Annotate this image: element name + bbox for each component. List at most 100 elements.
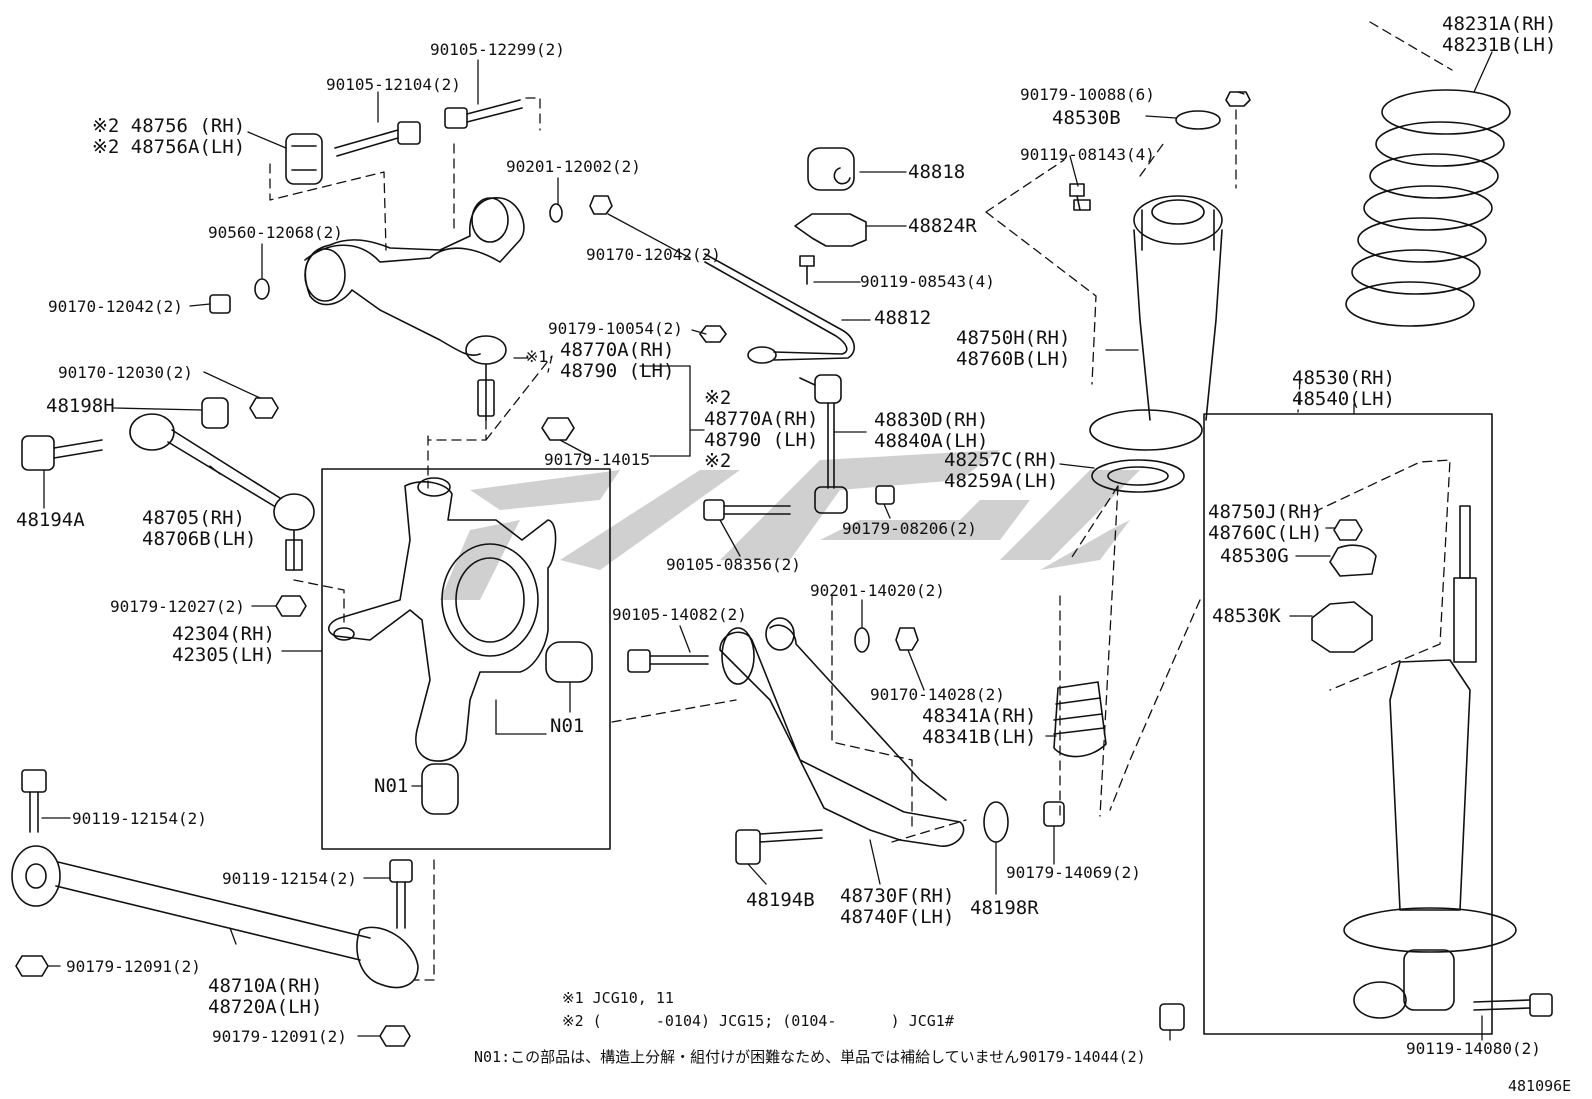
label-90170-12030[interactable]: 90170-12030(2) <box>58 363 193 382</box>
label-48530B[interactable]: 48530B <box>1052 107 1121 129</box>
label-48790-lh-2: 48790 (LH) <box>704 429 819 451</box>
label-48824R[interactable]: 48824R <box>908 215 977 237</box>
label-48530-rh: 48530(RH) <box>1292 367 1395 389</box>
label-48198R[interactable]: 48198R <box>970 897 1039 919</box>
air-spring-48750H <box>1089 195 1223 451</box>
stabilizer-bar-48812 <box>704 253 855 364</box>
label-90119-12154-left[interactable]: 90119-12154(2) <box>72 809 207 828</box>
label-90179-12091-bottom[interactable]: 90179-12091(2) <box>212 1027 347 1046</box>
label-90170-12042-lower[interactable]: 90170-12042(2) <box>48 297 183 316</box>
label-48750J[interactable]: 48750J(RH) 48760C(LH) <box>1208 502 1322 544</box>
nut-90179-14044 <box>1159 1003 1185 1031</box>
label-48257c-rh: 48257C(RH) <box>944 449 1059 471</box>
bolt-90119-12154-b <box>389 859 413 929</box>
label-90105-08356[interactable]: 90105-08356(2) <box>666 555 801 574</box>
footnote-n01-text: N01:この部品は、構造上分解・組付けが困難なため、単品では補給していません <box>474 1048 1020 1066</box>
label-42304[interactable]: 42304(RH) 42305(LH) <box>172 624 275 666</box>
upper-control-arm <box>304 197 525 421</box>
bolt-90119-14080 <box>1473 993 1553 1017</box>
label-90119-08143[interactable]: 90119-08143(4) <box>1020 145 1155 164</box>
label-marker-2a: ※2 <box>704 387 732 409</box>
knuckle-frame <box>321 468 611 850</box>
label-48830d-rh: 48830D(RH) <box>874 409 989 431</box>
label-90170-14028[interactable]: 90170-14028(2) <box>870 685 1005 704</box>
label-48705-rh: 48705(RH) <box>142 507 245 529</box>
stabilizer-bushing-48818 <box>807 147 855 191</box>
label-90179-10054[interactable]: 90179-10054(2) <box>548 319 683 338</box>
label-48705[interactable]: 48705(RH) 48706B(LH) <box>142 508 256 550</box>
label-48706b-lh: 48706B(LH) <box>142 528 257 550</box>
label-48756[interactable]: ※2 48756 (RH) ※2 48756A(LH) <box>92 116 245 158</box>
label-90179-12091-left[interactable]: 90179-12091(2) <box>66 957 201 976</box>
leader-lines <box>41 51 1493 1041</box>
label-90560-12068[interactable]: 90560-12068(2) <box>208 223 343 242</box>
label-48840a-lh: 48840A(LH) <box>874 430 989 452</box>
label-48750j-rh: 48750J(RH) <box>1208 501 1323 523</box>
label-48710A[interactable]: 48710A(RH) 48720A(LH) <box>208 976 322 1018</box>
label-48198H[interactable]: 48198H <box>46 395 115 417</box>
bushing-48198R <box>983 801 1009 843</box>
label-48756a-lh: ※2 48756A(LH) <box>92 136 246 158</box>
label-48530G[interactable]: 48530G <box>1220 545 1289 567</box>
label-90179-08206[interactable]: 90179-08206(2) <box>842 519 977 538</box>
label-90119-14080[interactable]: 90119-14080(2) <box>1406 1039 1541 1058</box>
label-48530K[interactable]: 48530K <box>1212 605 1281 627</box>
label-48231A[interactable]: 48231A(RH) 48231B(LH) <box>1442 14 1556 56</box>
label-48830D[interactable]: 48830D(RH) 48840A(LH) <box>874 410 988 452</box>
label-48818[interactable]: 48818 <box>908 161 966 183</box>
label-N01-lower[interactable]: N01 <box>374 775 409 797</box>
nut-90179-14069 <box>1043 801 1065 827</box>
nut-90170-12042-b <box>209 294 231 314</box>
label-90201-12002[interactable]: 90201-12002(2) <box>506 157 641 176</box>
label-90179-14015[interactable]: 90179-14015 <box>544 450 650 469</box>
label-90201-14020[interactable]: 90201-14020(2) <box>810 581 945 600</box>
toe-rod-48705 <box>129 413 315 571</box>
label-48530[interactable]: 48530(RH) 48540(LH) <box>1292 368 1395 410</box>
label-N01-upper[interactable]: N01 <box>550 715 585 737</box>
steering-knuckle-42304 <box>328 477 557 762</box>
label-90179-14069[interactable]: 90179-14069(2) <box>1006 863 1141 882</box>
label-48231a-rh: 48231A(RH) <box>1442 13 1557 35</box>
nut-90179-14015 <box>541 417 575 441</box>
label-48750H[interactable]: 48750H(RH) 48760B(LH) <box>956 328 1070 370</box>
label-90105-12299[interactable]: 90105-12299(2) <box>430 40 565 59</box>
label-48770a-rh: 48770A(RH) <box>560 339 675 361</box>
drawing-code: 481096E <box>1508 1077 1572 1095</box>
label-48540-lh: 48540(LH) <box>1292 388 1395 410</box>
footnote-1: ※1 JCG10, 11 <box>562 989 674 1007</box>
label-42305-lh: 42305(LH) <box>172 644 275 666</box>
label-48259a-lh: 48259A(LH) <box>944 470 1059 492</box>
shock-absorber-48530 <box>1343 505 1517 1019</box>
label-48341A[interactable]: 48341A(RH) 48341B(LH) <box>922 706 1036 748</box>
upper-arm-bolt <box>334 121 421 157</box>
label-90119-08543[interactable]: 90119-08543(4) <box>860 272 995 291</box>
insulator-48257C <box>1091 459 1185 493</box>
label-90179-14044[interactable]: 90179-14044(2) <box>1019 1048 1146 1066</box>
label-90179-12027[interactable]: 90179-12027(2) <box>110 597 245 616</box>
nut-90170-12042-a <box>589 195 613 215</box>
footnote-2: ※2 ( -0104) JCG15; (0104- ) JCG1# <box>562 1012 954 1030</box>
label-90119-12154-right[interactable]: 90119-12154(2) <box>222 869 357 888</box>
label-90105-12104[interactable]: 90105-12104(2) <box>326 75 461 94</box>
nut-90170-14028 <box>895 627 919 651</box>
label-marker-1: ※1 <box>525 347 549 366</box>
cushion-48530K <box>1311 601 1373 653</box>
label-90170-12042-upper[interactable]: 90170-12042(2) <box>586 245 721 264</box>
label-48341b-lh: 48341B(LH) <box>922 726 1037 748</box>
label-90179-10088[interactable]: 90179-10088(6) <box>1020 85 1155 104</box>
label-48194A[interactable]: 48194A <box>16 509 85 531</box>
label-48730F[interactable]: 48730F(RH) 48740F(LH) <box>840 886 954 928</box>
label-48257C[interactable]: 48257C(RH) 48259A(LH) <box>944 450 1058 492</box>
label-48770A-2[interactable]: ※2 48770A(RH) 48790 (LH) ※2 <box>704 388 818 472</box>
label-marker-2b: ※2 <box>704 450 732 472</box>
washer-90201-12002 <box>549 203 563 223</box>
bolt-90119-08543 <box>799 255 815 285</box>
label-48812[interactable]: 48812 <box>874 307 932 329</box>
label-90105-14082[interactable]: 90105-14082(2) <box>612 605 747 624</box>
label-48194B[interactable]: 48194B <box>746 889 815 911</box>
label-48756-rh: ※2 48756 (RH) <box>92 115 246 137</box>
label-42304-rh: 42304(RH) <box>172 623 275 645</box>
label-48770A[interactable]: 48770A(RH) 48790 (LH) <box>560 340 674 382</box>
